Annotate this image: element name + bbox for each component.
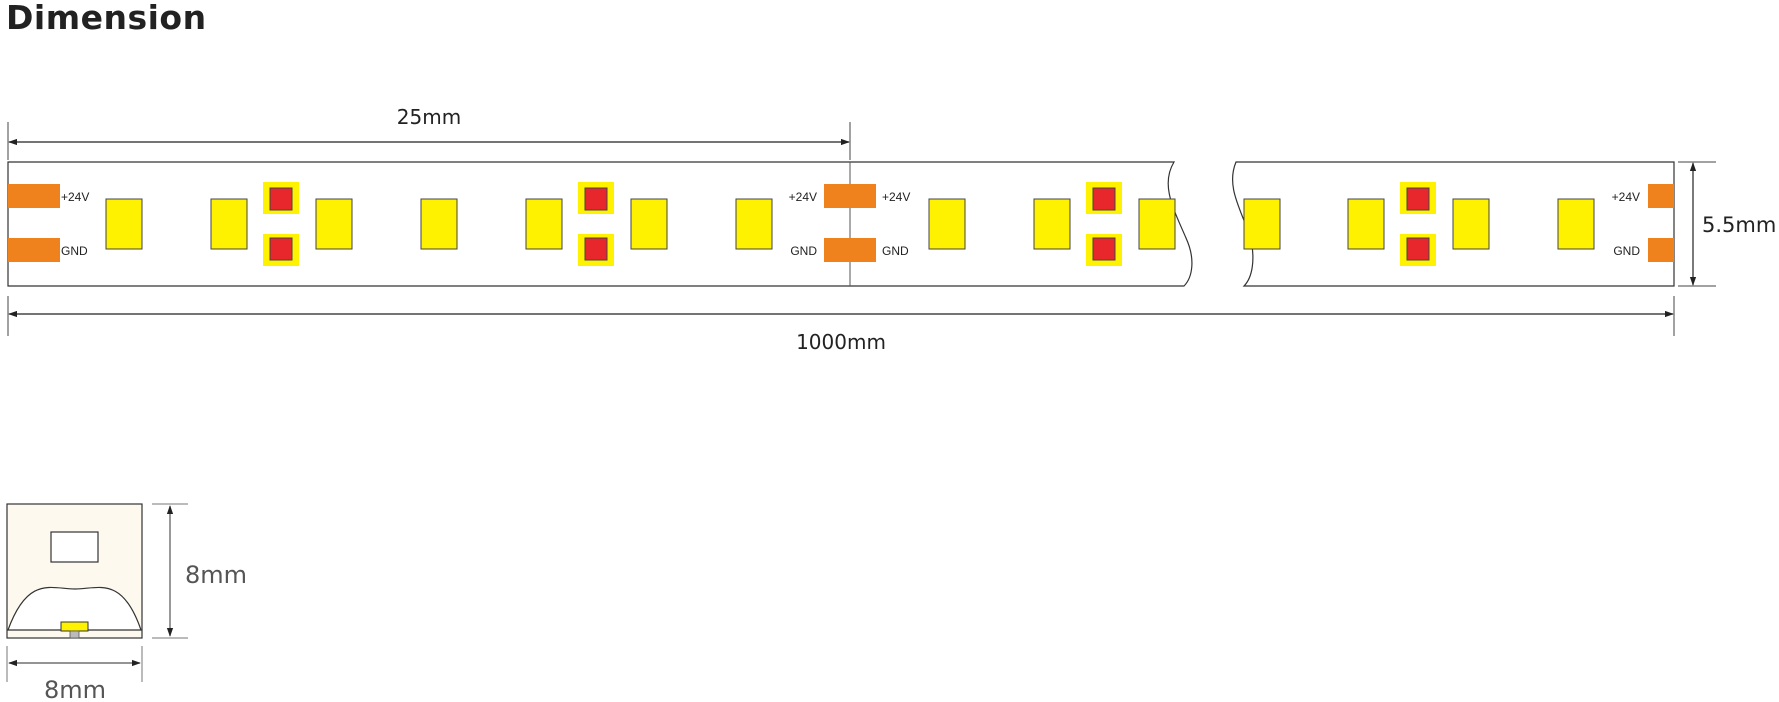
- white-led-chip: [315, 198, 353, 250]
- positive-pad: [1648, 184, 1674, 208]
- ground-pad: [1648, 238, 1674, 262]
- pin-labels: +24V GND +24V GND +24V GND +24V GND: [61, 190, 1640, 258]
- profile-height-dimension: 8mm: [152, 503, 247, 639]
- solder-pads: [8, 184, 1674, 262]
- white-led-chip: [928, 198, 966, 250]
- pin-label-ground: GND: [882, 244, 909, 258]
- profile-height-label: 8mm: [185, 561, 247, 589]
- white-led-chip: [630, 198, 668, 250]
- white-led-chip: [525, 198, 563, 250]
- profile-width-label: 8mm: [44, 676, 106, 702]
- segment-length-dimension: 25mm: [7, 105, 851, 160]
- white-led-chip: [1138, 198, 1176, 250]
- red-led-chip: [269, 187, 293, 211]
- cross-section: [6, 503, 143, 639]
- white-led-chip: [1033, 198, 1071, 250]
- pin-label-positive: +24V: [1612, 190, 1640, 204]
- positive-pad: [824, 184, 876, 208]
- red-led-chip: [584, 237, 608, 261]
- white-led-chip: [1347, 198, 1385, 250]
- profile-window: [50, 531, 99, 563]
- pin-label-positive: +24V: [789, 190, 817, 204]
- white-led-chip: [105, 198, 143, 250]
- strip-width-label: 5.5mm: [1702, 213, 1776, 237]
- total-length-dimension: 1000mm: [7, 296, 1675, 354]
- red-led-chip: [1406, 187, 1430, 211]
- white-led-chip: [1243, 198, 1281, 250]
- pin-label-ground: GND: [1613, 244, 1640, 258]
- red-led-chip: [1092, 237, 1116, 261]
- red-leds: [263, 182, 1436, 266]
- lens-dome: [7, 586, 142, 631]
- pin-label-ground: GND: [790, 244, 817, 258]
- ground-pad: [824, 238, 876, 262]
- profile-width-dimension: 8mm: [6, 646, 143, 702]
- total-length-label: 1000mm: [796, 330, 886, 354]
- pin-label-ground: GND: [61, 244, 88, 258]
- white-led-chip: [1452, 198, 1490, 250]
- red-led-chip: [584, 187, 608, 211]
- strip-body-left: [7, 161, 1193, 287]
- pin-label-positive: +24V: [61, 190, 89, 204]
- ground-pad: [8, 238, 60, 262]
- positive-pad: [8, 184, 60, 208]
- red-led-chip: [1406, 237, 1430, 261]
- profile-led-chip: [60, 621, 89, 632]
- strip-width-dimension: 5.5mm: [1678, 161, 1776, 287]
- pin-label-positive: +24V: [882, 190, 910, 204]
- white-led-chip: [1557, 198, 1595, 250]
- page-title: Dimension: [6, 0, 207, 37]
- red-led-chip: [269, 237, 293, 261]
- white-led-chip: [420, 198, 458, 250]
- segment-length-label: 25mm: [397, 105, 461, 129]
- white-leds: [105, 198, 1595, 250]
- white-led-chip: [735, 198, 773, 250]
- profile-led-base: [69, 630, 80, 639]
- red-led-chip: [1092, 187, 1116, 211]
- white-led-chip: [210, 198, 248, 250]
